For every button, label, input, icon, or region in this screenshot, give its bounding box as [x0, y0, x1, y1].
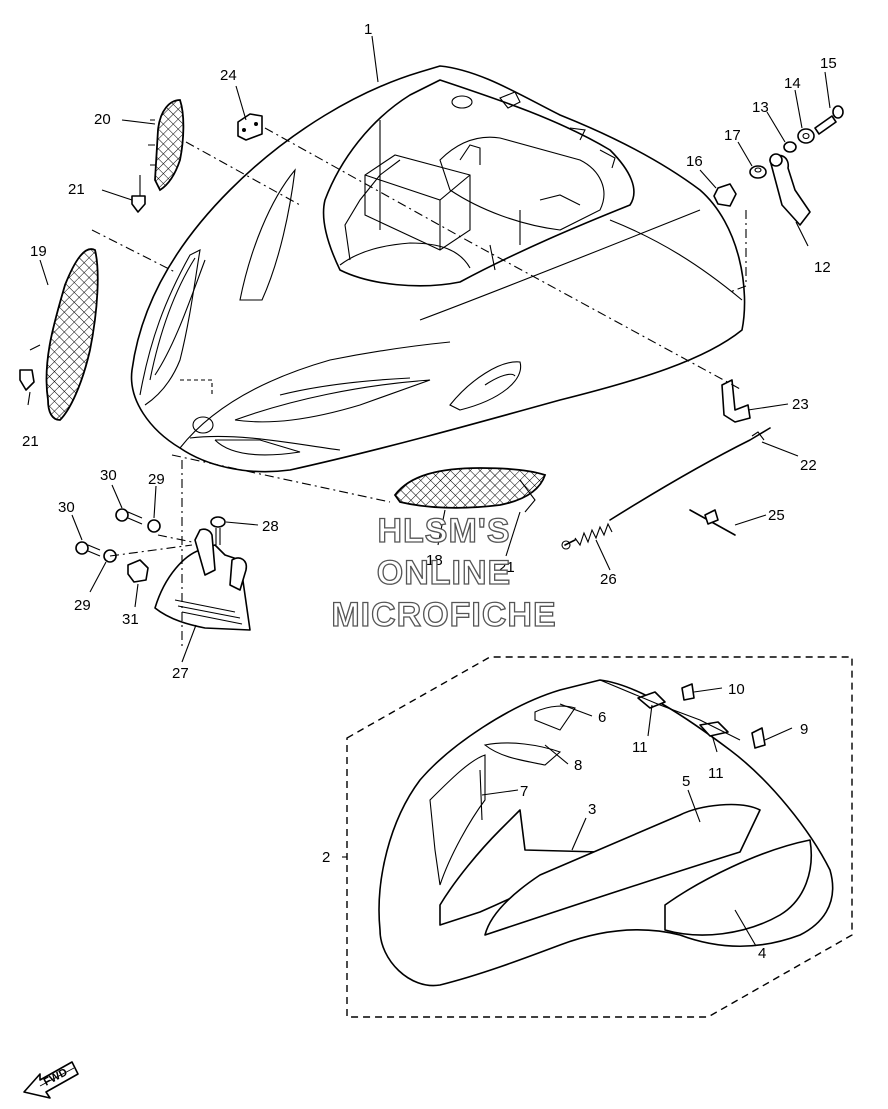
callout-31: 31 [122, 611, 139, 628]
callout-labels: 1 2 3 4 5 6 7 8 9 10 11 11 12 13 14 15 1… [22, 21, 837, 962]
callout-9: 9 [800, 721, 808, 738]
nut-part-16[interactable] [713, 183, 737, 207]
callout-3: 3 [588, 801, 596, 818]
bracket-part-12[interactable] [769, 153, 811, 226]
part-4-panel [664, 839, 812, 936]
callout-2: 2 [322, 849, 330, 866]
callout-21b: 21 [22, 433, 39, 450]
part-5-panel [484, 803, 761, 936]
washer-part-13[interactable] [783, 141, 797, 153]
callout-14: 14 [784, 75, 801, 92]
callout-20: 20 [94, 111, 111, 128]
callout-22: 22 [800, 457, 817, 474]
callout-11b: 11 [708, 765, 724, 782]
callout-15: 15 [820, 55, 837, 72]
part-9-clip [751, 727, 766, 749]
callout-21a: 21 [68, 181, 85, 198]
grill-part-18[interactable] [393, 467, 547, 513]
callout-4: 4 [758, 945, 766, 962]
cable-part-22[interactable] [609, 427, 771, 521]
callout-23: 23 [792, 396, 809, 413]
callout-17: 17 [724, 127, 741, 144]
callout-25: 25 [768, 507, 785, 524]
hood-part-1[interactable] [130, 65, 746, 473]
callout-8: 8 [574, 757, 582, 774]
dash-lines [91, 127, 747, 650]
bracket-part-24[interactable] [237, 113, 263, 141]
callout-7: 7 [520, 783, 528, 800]
callout-13: 13 [752, 99, 769, 116]
leader-lines [27, 35, 831, 947]
watermark-line1: HLSM'S [377, 512, 510, 550]
lever-part-27[interactable] [154, 528, 251, 631]
fwd-arrow-icon: FWD [23, 1061, 79, 1099]
callout-10: 10 [728, 681, 745, 698]
washer-part-14[interactable] [797, 128, 815, 144]
callout-27: 27 [172, 665, 189, 682]
grill-part-20[interactable] [148, 99, 185, 192]
callout-28: 28 [262, 518, 279, 535]
callout-11a: 11 [632, 739, 648, 756]
callout-1: 1 [364, 21, 372, 38]
watermark-line2: ONLINE [377, 554, 511, 592]
callout-30b: 30 [58, 499, 75, 516]
nut-part-31[interactable] [127, 559, 149, 583]
watermark-line3: MICROFICHE [331, 596, 556, 634]
callout-19: 19 [30, 243, 47, 260]
cover-part-2-group[interactable] [346, 656, 853, 1018]
bolt-part-30a[interactable] [115, 508, 143, 525]
pin-part-25[interactable] [689, 509, 736, 536]
callout-16: 16 [686, 153, 703, 170]
callout-26: 26 [600, 571, 617, 588]
bolt-part-15[interactable] [814, 105, 844, 135]
callout-18: 18 [426, 552, 443, 569]
callout-30a: 30 [100, 467, 117, 484]
callout-6: 6 [598, 709, 606, 726]
part-11b-pad [699, 721, 729, 737]
callout-24: 24 [220, 67, 237, 84]
callout-29a: 29 [148, 471, 165, 488]
collar-part-29a[interactable] [147, 519, 161, 533]
callout-29b: 29 [74, 597, 91, 614]
bolt-part-28[interactable] [210, 516, 226, 545]
part-10-clip [681, 683, 695, 701]
callout-12: 12 [814, 259, 831, 276]
clip-part-21a[interactable] [131, 195, 146, 213]
clip-part-21b[interactable] [19, 369, 35, 391]
callout-5: 5 [682, 773, 690, 790]
spring-part-26[interactable] [561, 522, 613, 550]
grommet-part-17[interactable] [749, 165, 767, 179]
grill-part-19[interactable] [45, 248, 99, 421]
callout-21c: 21 [498, 559, 515, 576]
bolt-part-30b[interactable] [75, 541, 101, 557]
watermark: HLSM'S ONLINE MICROFICHE [331, 511, 557, 634]
